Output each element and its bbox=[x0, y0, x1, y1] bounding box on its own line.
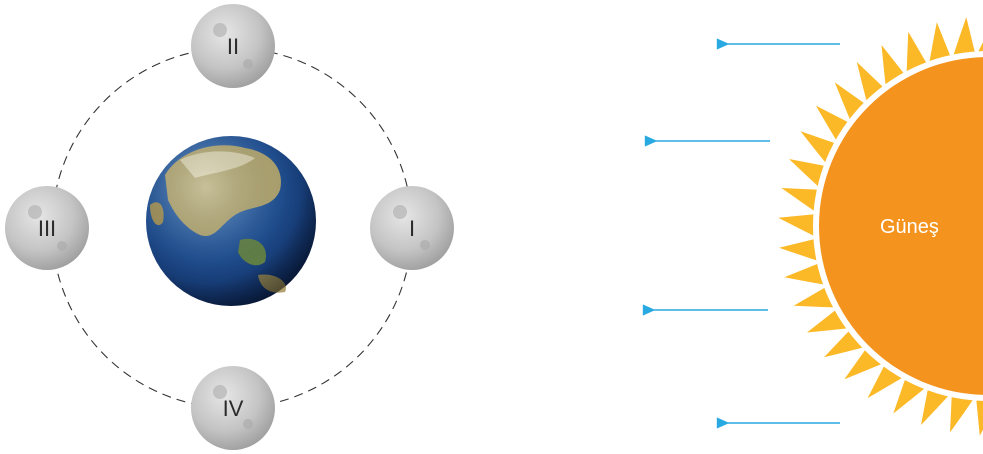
sun-ray bbox=[975, 42, 983, 57]
sun-ray bbox=[950, 392, 976, 433]
sun-ray bbox=[975, 395, 983, 436]
earth bbox=[146, 136, 316, 306]
sun-label: Güneş bbox=[880, 216, 939, 238]
sunlight-arrows bbox=[642, 38, 840, 429]
sun-ray bbox=[928, 22, 952, 67]
moon-iii: III bbox=[5, 186, 89, 270]
moon-label-ii: II bbox=[227, 34, 239, 59]
sun-body bbox=[819, 57, 983, 395]
sun-ray bbox=[779, 238, 822, 263]
sun-ray bbox=[784, 262, 829, 286]
sun: Güneş bbox=[778, 17, 983, 436]
moon-label-iii: III bbox=[38, 216, 56, 241]
moon-ii: II bbox=[191, 4, 275, 88]
moon-iv: IV bbox=[191, 366, 275, 450]
moon-i: I bbox=[370, 186, 454, 270]
sun-ray bbox=[781, 188, 822, 214]
moon-label-iv: IV bbox=[223, 396, 244, 421]
moon-label-i: I bbox=[409, 216, 415, 241]
sun-ray bbox=[951, 17, 976, 60]
sun-ray bbox=[778, 213, 819, 239]
